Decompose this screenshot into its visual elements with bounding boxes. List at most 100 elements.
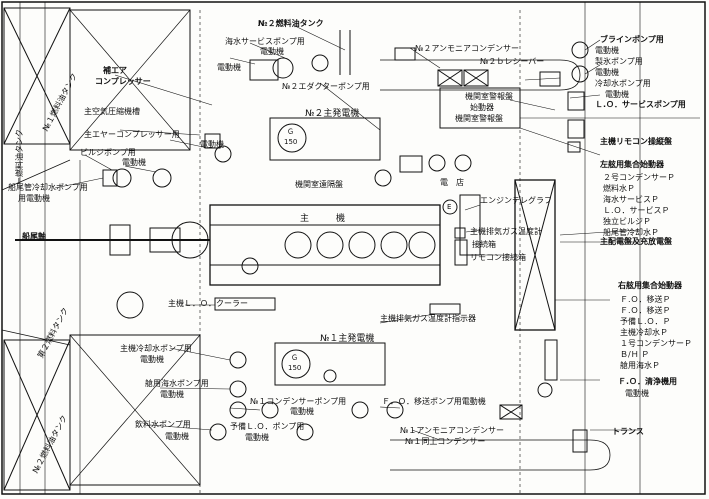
gs-left-item: 燃料水Ｐ bbox=[603, 184, 635, 193]
label-engine-telegraph2: エンジンテレグラフ bbox=[480, 196, 552, 205]
label-gen-no2: №２主発電機 bbox=[305, 109, 360, 119]
tank-bottom-left bbox=[69, 334, 201, 486]
switchboard-box bbox=[514, 179, 556, 331]
gen-2-mark: Ｇ bbox=[287, 128, 294, 136]
gen-1-box bbox=[274, 342, 386, 386]
tank-top-left bbox=[69, 9, 191, 151]
lo-cooler-pump bbox=[116, 291, 144, 319]
label-sw-service-pump: 海水サービスポンプ用 bbox=[225, 37, 305, 46]
label-aux-air-comp-2: コンプレッサー bbox=[95, 77, 151, 86]
label-fo-purifier-motor: 電動機 bbox=[625, 389, 649, 398]
label-group-starter-right: 右舷用集合始動器 bbox=[618, 281, 682, 290]
label-engine-room-control: 機関室遠隔盤 bbox=[295, 180, 343, 189]
label-aux-air-motor: 電動機 bbox=[217, 63, 241, 72]
label-remote-junction: リモコン接続箱 bbox=[470, 253, 526, 262]
label-engine-alarm: 機関室警報盤 bbox=[455, 114, 503, 123]
label-sw-service-motor: 電動機 bbox=[260, 47, 284, 56]
thrust-block bbox=[149, 227, 181, 253]
gs-left-item: 海水サービスＰ bbox=[603, 195, 659, 204]
label-bilge-pump-motor: 電動機 bbox=[122, 158, 146, 167]
label-gen-no1: №１主発電機 bbox=[320, 334, 375, 344]
gs-left-item: 船尾管冷却水Ｐ bbox=[603, 228, 659, 237]
gen-2-kw: 150 bbox=[284, 138, 298, 146]
gs-right-item: １号コンデンサーＰ bbox=[620, 339, 692, 348]
label-main-engine: 主 機 bbox=[300, 214, 346, 224]
gs-left-item: Ｌ.Ｏ．サービスＰ bbox=[603, 206, 670, 215]
label-engine-starter: 始動器 bbox=[470, 103, 494, 112]
label-lo-pump-backup: 予備Ｌ.Ｏ．ポンプ用 bbox=[230, 422, 305, 431]
label-ship-cooling-motor: 用電動機 bbox=[18, 194, 50, 203]
label-power-panel: 主配電盤及充放電盤 bbox=[600, 237, 672, 246]
label-me-lo-cooler: 主機Ｌ．Ｏ．クーラー bbox=[168, 299, 248, 308]
label-group-starter-left: 左舷用集合始動器 bbox=[600, 160, 664, 169]
gs-right-item: Ｆ.Ｏ．移送Ｐ bbox=[620, 295, 671, 304]
box-tr2 bbox=[463, 69, 489, 87]
label-bilge-pump: ビルジポンプ用 bbox=[80, 148, 136, 157]
label-lo-pump-backup-sub: 電動機 bbox=[245, 433, 269, 442]
label-shaft: 船尾軸 bbox=[22, 232, 46, 241]
gs-right-item: Ｂ/Ｈ Ｐ bbox=[620, 350, 650, 359]
group-starter-right-list: Ｆ.Ｏ．移送Ｐ Ｆ.Ｏ．移送Ｐ 予備Ｌ.Ｏ．Ｐ 主機冷却水Ｐ １号コンデンサーＰ… bbox=[620, 294, 692, 371]
label-panel: 電 店 bbox=[440, 178, 464, 187]
leader-lines bbox=[54, 25, 700, 441]
main-engine-box bbox=[209, 204, 441, 286]
label-hold-sw-pump: 艙用海水ポンプ用 bbox=[145, 379, 209, 388]
label-remote-panel: 主機リモコン操縦盤 bbox=[600, 137, 672, 146]
label-lo-service-pump: Ｌ.Ｏ．サービスポンプ用 bbox=[595, 100, 686, 109]
gen-1-kw: 150 bbox=[288, 364, 302, 372]
gs-right-item: 艙用海水Ｐ bbox=[620, 361, 660, 370]
label-brine-pump-motor: 電動機 bbox=[595, 46, 619, 55]
label-ship-cooling-pump: 船尾管冷却水ポンプ用 bbox=[8, 183, 88, 192]
sw-service-pump-icon bbox=[272, 57, 294, 79]
label-cond-pump-1-sub: 電動機 bbox=[290, 407, 314, 416]
label-me-cool-motor: 電動機 bbox=[140, 355, 164, 364]
label-fw-pump: 飲料水ポンプ用 bbox=[135, 420, 191, 429]
label-hold-sw-motor: 電動機 bbox=[160, 390, 184, 399]
label-fo-tank-2: №２燃料油タンク bbox=[258, 19, 324, 28]
frame-ticks bbox=[19, 2, 641, 494]
starter-box bbox=[439, 87, 521, 129]
label-cw-pump-motor: 電動機 bbox=[605, 90, 629, 99]
shaft-flange bbox=[109, 224, 131, 256]
label-aux-air-comp-1: 補エア bbox=[103, 66, 127, 75]
box-tr1 bbox=[437, 69, 463, 87]
gs-right-item: 予備Ｌ.Ｏ．Ｐ bbox=[620, 317, 671, 326]
label-connection-box: 接続箱 bbox=[472, 240, 496, 249]
label-trans: トランス bbox=[612, 427, 644, 436]
gs-left-item: ２号コンデンサーＰ bbox=[603, 173, 675, 182]
bilge-pump-icon bbox=[112, 168, 132, 188]
engine-cylinders bbox=[241, 231, 436, 275]
label-anchor-cond-1-sub: №１同上コンデンサー bbox=[405, 437, 486, 446]
lo-cooler bbox=[214, 297, 276, 311]
label-eductor-pump-2: №２エダクターポンプ用 bbox=[282, 82, 370, 91]
label-air-comp-motor-sub: 電動機 bbox=[200, 140, 224, 149]
label-me-cool-pump: 主機冷却水ポンプ用 bbox=[120, 344, 192, 353]
label-anchor-cond-2-sub: №２ｂレシーバー bbox=[480, 57, 545, 66]
E-marker bbox=[442, 199, 458, 215]
label-exhaust-temp: 主機排気ガス温度計 bbox=[470, 227, 542, 236]
label-fw-pump-motor: 電動機 bbox=[165, 432, 189, 441]
label-fo-transfer: Ｆ．Ｏ．移送ポンプ用電動機 bbox=[382, 397, 486, 406]
E-marker-label: E bbox=[447, 203, 452, 211]
label-cond-pump-1: №１コンデンサーポンプ用 bbox=[250, 397, 347, 406]
flywheel bbox=[171, 221, 209, 259]
gen-2-box bbox=[269, 117, 381, 161]
label-anchor-cond-1: №１アンモニアコンデンサー bbox=[400, 426, 504, 435]
label-engine-telegraph: 機関室警報盤 bbox=[465, 92, 513, 101]
group-starter-left-list: ２号コンデンサーＰ 燃料水Ｐ 海水サービスＰ Ｌ.Ｏ．サービスＰ 独立ビルジＰ … bbox=[603, 172, 675, 238]
gs-left-item: 独立ビルジＰ bbox=[603, 217, 651, 226]
label-mc-pump: 製氷ポンプ用 bbox=[595, 57, 643, 66]
label-compressed-air: 主空気圧縮機槽 bbox=[84, 107, 140, 116]
label-mc-pump-motor: 電動機 bbox=[595, 68, 619, 77]
cw-pump-motor-icon bbox=[571, 65, 589, 83]
label-cw-pump: 冷却水ポンプ用 bbox=[595, 79, 651, 88]
label-fo-purifier: Ｆ.Ｏ．清浄機用 bbox=[618, 377, 678, 386]
label-hull-left-top: ー燃料油タンク bbox=[15, 129, 24, 185]
gs-right-item: 主機冷却水Ｐ bbox=[620, 328, 668, 337]
label-brine-pump: ブラインポンプ用 bbox=[600, 35, 664, 44]
label-anchor-cond-2: №２アンモニアコンデンサー bbox=[415, 44, 519, 53]
gs-right-item: Ｆ.Ｏ．移送Ｐ bbox=[620, 306, 671, 315]
